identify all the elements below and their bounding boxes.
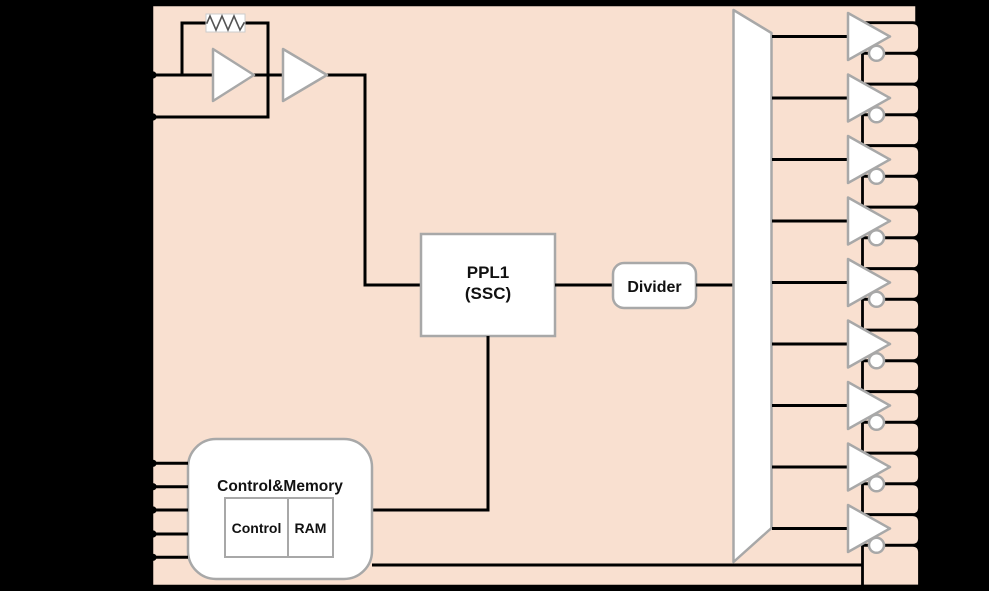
control-input-pins bbox=[149, 459, 188, 561]
output-pad-dot bbox=[915, 357, 921, 364]
output-buffer-icon bbox=[846, 503, 892, 554]
osc-amp2-icon bbox=[281, 47, 329, 103]
output-buffer-icon bbox=[846, 73, 892, 123]
inversion-bubble-icon bbox=[867, 44, 886, 63]
feedback-resistor-icon bbox=[205, 13, 246, 33]
output-pad-dot bbox=[915, 142, 921, 149]
output-buffer-icon bbox=[846, 257, 892, 308]
control-pin bbox=[149, 483, 157, 491]
control-pin bbox=[149, 506, 157, 514]
output-buffer-icon bbox=[846, 196, 892, 246]
output-pad-column bbox=[861, 21, 921, 588]
output-pad-dot bbox=[915, 204, 921, 211]
feedback-wire-right bbox=[243, 21, 270, 119]
inversion-bubble-icon bbox=[867, 475, 886, 493]
control-pin bbox=[149, 459, 157, 467]
output-buffer-icon bbox=[846, 319, 892, 369]
output-pad-dot bbox=[915, 327, 921, 334]
control-pin bbox=[149, 530, 157, 538]
output-pad-dot bbox=[915, 542, 921, 549]
output-pad-dot bbox=[915, 511, 921, 518]
inversion-bubble-icon bbox=[867, 167, 886, 186]
output-pad-dot bbox=[915, 450, 921, 457]
feedback-wire-left bbox=[180, 21, 208, 77]
output-pad-dot bbox=[915, 173, 921, 180]
output-pad-dot bbox=[915, 265, 921, 272]
inversion-bubble-icon bbox=[867, 536, 886, 555]
output-pad-dot bbox=[915, 111, 921, 118]
divider-block: Divider bbox=[611, 261, 698, 310]
output-pad-dot bbox=[915, 419, 921, 426]
ram-sub-block bbox=[287, 497, 334, 558]
control-label: Control bbox=[232, 520, 282, 536]
xin-pin bbox=[149, 71, 157, 79]
control-pin bbox=[149, 553, 157, 561]
ram-label: RAM bbox=[295, 520, 327, 536]
inversion-bubble-icon bbox=[867, 106, 886, 124]
output-buffer-icon bbox=[846, 442, 892, 492]
output-pad-dot bbox=[915, 388, 921, 395]
output-pad-dot bbox=[915, 480, 921, 487]
xout-pin bbox=[149, 113, 157, 121]
inversion-bubble-icon bbox=[867, 352, 886, 370]
divider-label: Divider bbox=[627, 279, 681, 296]
control-memory-title: Control&Memory bbox=[217, 478, 343, 495]
pll-to-control-wire bbox=[373, 336, 490, 512]
output-buffer-icon bbox=[846, 380, 892, 431]
pll-block: PPL1 (SSC) bbox=[419, 232, 557, 338]
osc-amp1-icon bbox=[211, 47, 256, 103]
oscillator-section bbox=[149, 13, 423, 287]
inversion-bubble-icon bbox=[867, 290, 886, 309]
pll-label-line1: PPL1 bbox=[467, 263, 510, 282]
osc-to-pll-wire bbox=[325, 73, 423, 287]
output-pad-dot bbox=[915, 19, 921, 26]
inversion-bubble-icon bbox=[867, 413, 886, 432]
output-pad-dot bbox=[915, 296, 921, 303]
control-memory-block: Control&Memory Control RAM bbox=[186, 437, 374, 581]
output-buffer-icon bbox=[846, 134, 892, 185]
output-pad-dot bbox=[915, 234, 921, 241]
output-buffer-column bbox=[772, 11, 921, 555]
clock-fanout-buffer bbox=[732, 8, 773, 564]
pll-label-line2: (SSC) bbox=[465, 284, 511, 303]
output-pad-dot bbox=[915, 81, 921, 88]
inversion-bubble-icon bbox=[867, 229, 886, 247]
output-pad-dot bbox=[915, 50, 921, 57]
output-buffer-icon bbox=[846, 11, 892, 62]
